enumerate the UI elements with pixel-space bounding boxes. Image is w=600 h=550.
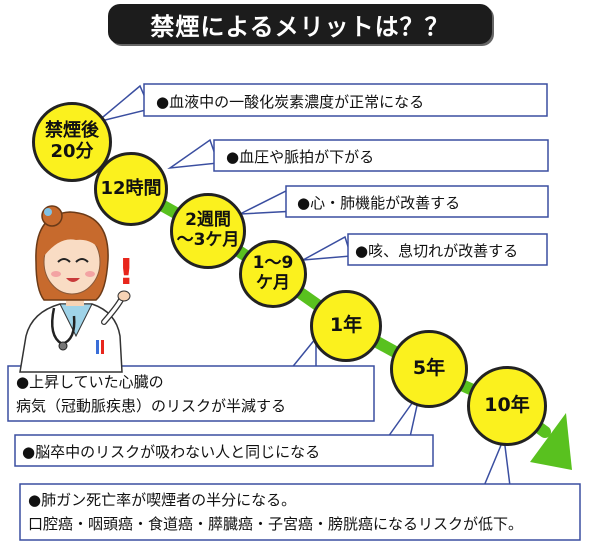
exclamation-mark: ! bbox=[118, 252, 135, 293]
milestone-20min: 禁煙後 20分 bbox=[32, 102, 112, 182]
milestone-label: 1年 bbox=[329, 314, 363, 337]
milestone-label: ～3ケ月 bbox=[176, 230, 240, 250]
benefit-text-2: ●血圧や脈拍が下がる bbox=[226, 148, 375, 166]
milestone-10y: 10年 bbox=[467, 366, 547, 446]
milestone-label: 20分 bbox=[50, 141, 94, 162]
milestone-label: 2週間 bbox=[185, 210, 231, 231]
benefit-box-2 bbox=[213, 139, 549, 172]
benefit-text-6: ●脳卒中のリスクが吸わない人と同じになる bbox=[22, 443, 321, 461]
benefit-text-4: ●咳、息切れが改善する bbox=[355, 242, 519, 260]
benefit-text-5: ●上昇していた心臓の 病気（冠動脈疾患）のリスクが半減する bbox=[16, 373, 287, 415]
page-title: 禁煙によるメリットは？？ bbox=[108, 4, 492, 44]
pointer-1 bbox=[96, 84, 152, 123]
timeline-arrow-head bbox=[530, 413, 572, 470]
milestone-5y: 5年 bbox=[390, 330, 468, 408]
milestone-label: 1～9 bbox=[252, 253, 294, 274]
benefit-box-7 bbox=[19, 483, 581, 541]
benefit-text-7: ●肺ガン死亡率が喫煙者の半分になる。 口腔癌・咽頭癌・食道癌・膵臓癌・子宮癌・膀… bbox=[28, 491, 524, 533]
benefit-text-1: ●血液中の一酸化炭素濃度が正常になる bbox=[156, 93, 425, 111]
benefit-box-1 bbox=[143, 83, 548, 117]
milestone-label: 12時間 bbox=[100, 177, 162, 199]
pointer-5 bbox=[288, 335, 317, 371]
milestone-1-9m: 1～9 ケ月 bbox=[239, 240, 307, 308]
benefit-text-3: ●心・肺機能が改善する bbox=[297, 194, 461, 212]
milestone-label: ケ月 bbox=[256, 273, 290, 293]
milestone-label: 10年 bbox=[484, 394, 530, 417]
benefit-box-5 bbox=[7, 365, 375, 422]
doctor-hand bbox=[117, 290, 131, 302]
milestone-1y: 1年 bbox=[310, 290, 382, 362]
benefit-box-3 bbox=[285, 185, 549, 218]
benefit-box-4 bbox=[347, 233, 548, 266]
pointer-4 bbox=[302, 235, 352, 261]
doctor-illustration bbox=[19, 205, 131, 373]
pointer-2 bbox=[167, 138, 220, 170]
milestone-2w-3m: 2週間 ～3ケ月 bbox=[170, 193, 246, 269]
milestone-label: 5年 bbox=[412, 357, 446, 380]
milestone-12h: 12時間 bbox=[94, 152, 168, 226]
doctor-eyes bbox=[57, 258, 89, 263]
benefit-box-6 bbox=[14, 434, 434, 467]
stethoscope-chest-piece bbox=[58, 341, 68, 351]
callout-boxes bbox=[7, 83, 581, 541]
doctor-bun bbox=[41, 205, 63, 227]
milestone-label: 禁煙後 bbox=[45, 120, 99, 142]
